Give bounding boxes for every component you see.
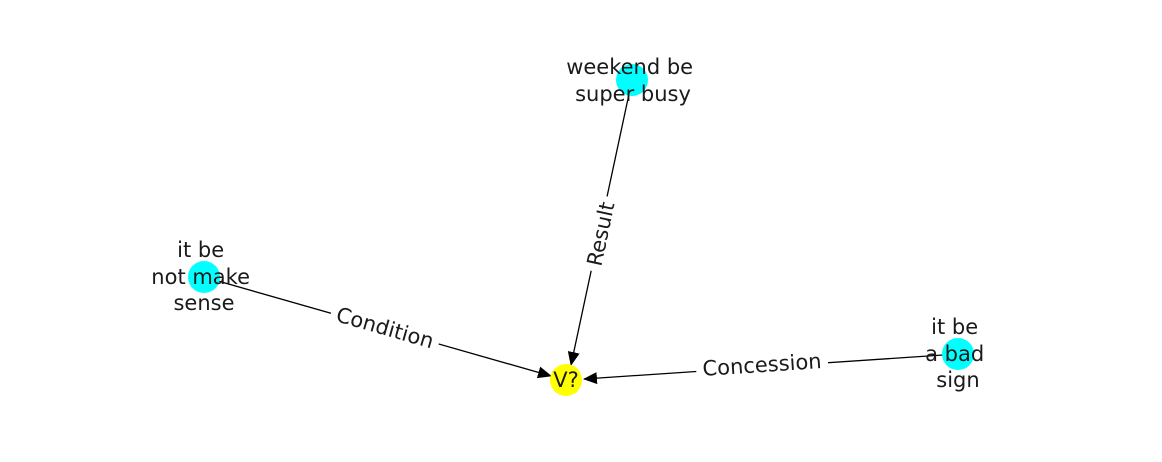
node-sign-label: it be a bad sign bbox=[925, 315, 991, 392]
node-weekend-line-2: super busy bbox=[575, 82, 691, 106]
node-target-circle bbox=[550, 364, 582, 396]
node-sense-label: it be not make sense bbox=[151, 238, 256, 315]
node-sign-line-1: it be bbox=[931, 315, 978, 339]
edge-label-result: Result bbox=[579, 193, 623, 275]
edge-label-condition-text: Condition bbox=[334, 303, 437, 354]
node-sense-circle bbox=[188, 261, 220, 293]
node-sense-line-1: it be bbox=[177, 238, 224, 262]
node-weekend-circle bbox=[616, 64, 648, 96]
node-weekend-line-1: weekend be bbox=[566, 55, 693, 79]
node-sign-circle bbox=[942, 338, 974, 370]
edge-label-condition: Condition bbox=[327, 299, 443, 357]
node-sense-line-2: not make bbox=[151, 265, 250, 289]
node-sense-line-3: sense bbox=[173, 291, 234, 315]
node-sign-line-2: a bad bbox=[925, 342, 984, 366]
node-weekend-label: weekend be super busy bbox=[566, 55, 700, 106]
node-sign-line-3: sign bbox=[936, 368, 979, 392]
edge-label-concession: Concession bbox=[695, 346, 829, 384]
node-target-label: V? bbox=[553, 368, 579, 392]
